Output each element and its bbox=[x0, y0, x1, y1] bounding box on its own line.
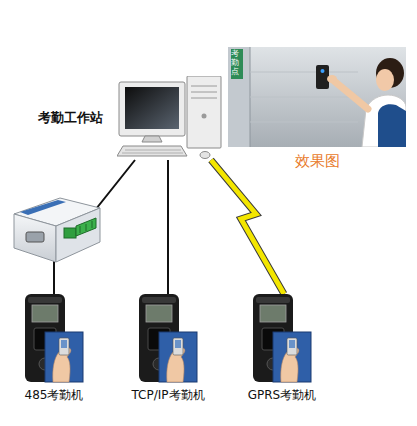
node-label: 考勤工作站 bbox=[38, 109, 103, 127]
node-label: TCP/IP考勤机 bbox=[131, 387, 204, 404]
attendance-machine: TCP/IP考勤机 bbox=[126, 294, 210, 404]
effect-photo-node: 效果图 bbox=[228, 47, 406, 171]
ws-picture bbox=[117, 76, 223, 160]
sign-text: 考勤点 bbox=[231, 50, 239, 76]
rs485-converter bbox=[14, 198, 100, 262]
machine-picture bbox=[23, 294, 85, 384]
photo-picture bbox=[228, 47, 406, 147]
attendance-machine: GPRS考勤机 bbox=[240, 294, 324, 404]
node-label: 效果图 bbox=[295, 152, 340, 171]
wireless-link bbox=[211, 160, 284, 294]
workstation-node: 考勤工作站 bbox=[38, 76, 223, 160]
wire-link bbox=[167, 160, 169, 294]
attendance-machine: 485考勤机 bbox=[12, 294, 96, 404]
machine-picture bbox=[251, 294, 313, 384]
node-label: 485考勤机 bbox=[25, 387, 84, 404]
wire-link bbox=[54, 160, 135, 294]
node-label: GPRS考勤机 bbox=[248, 387, 317, 404]
bolt-outline bbox=[211, 160, 284, 294]
machine-picture bbox=[137, 294, 199, 384]
